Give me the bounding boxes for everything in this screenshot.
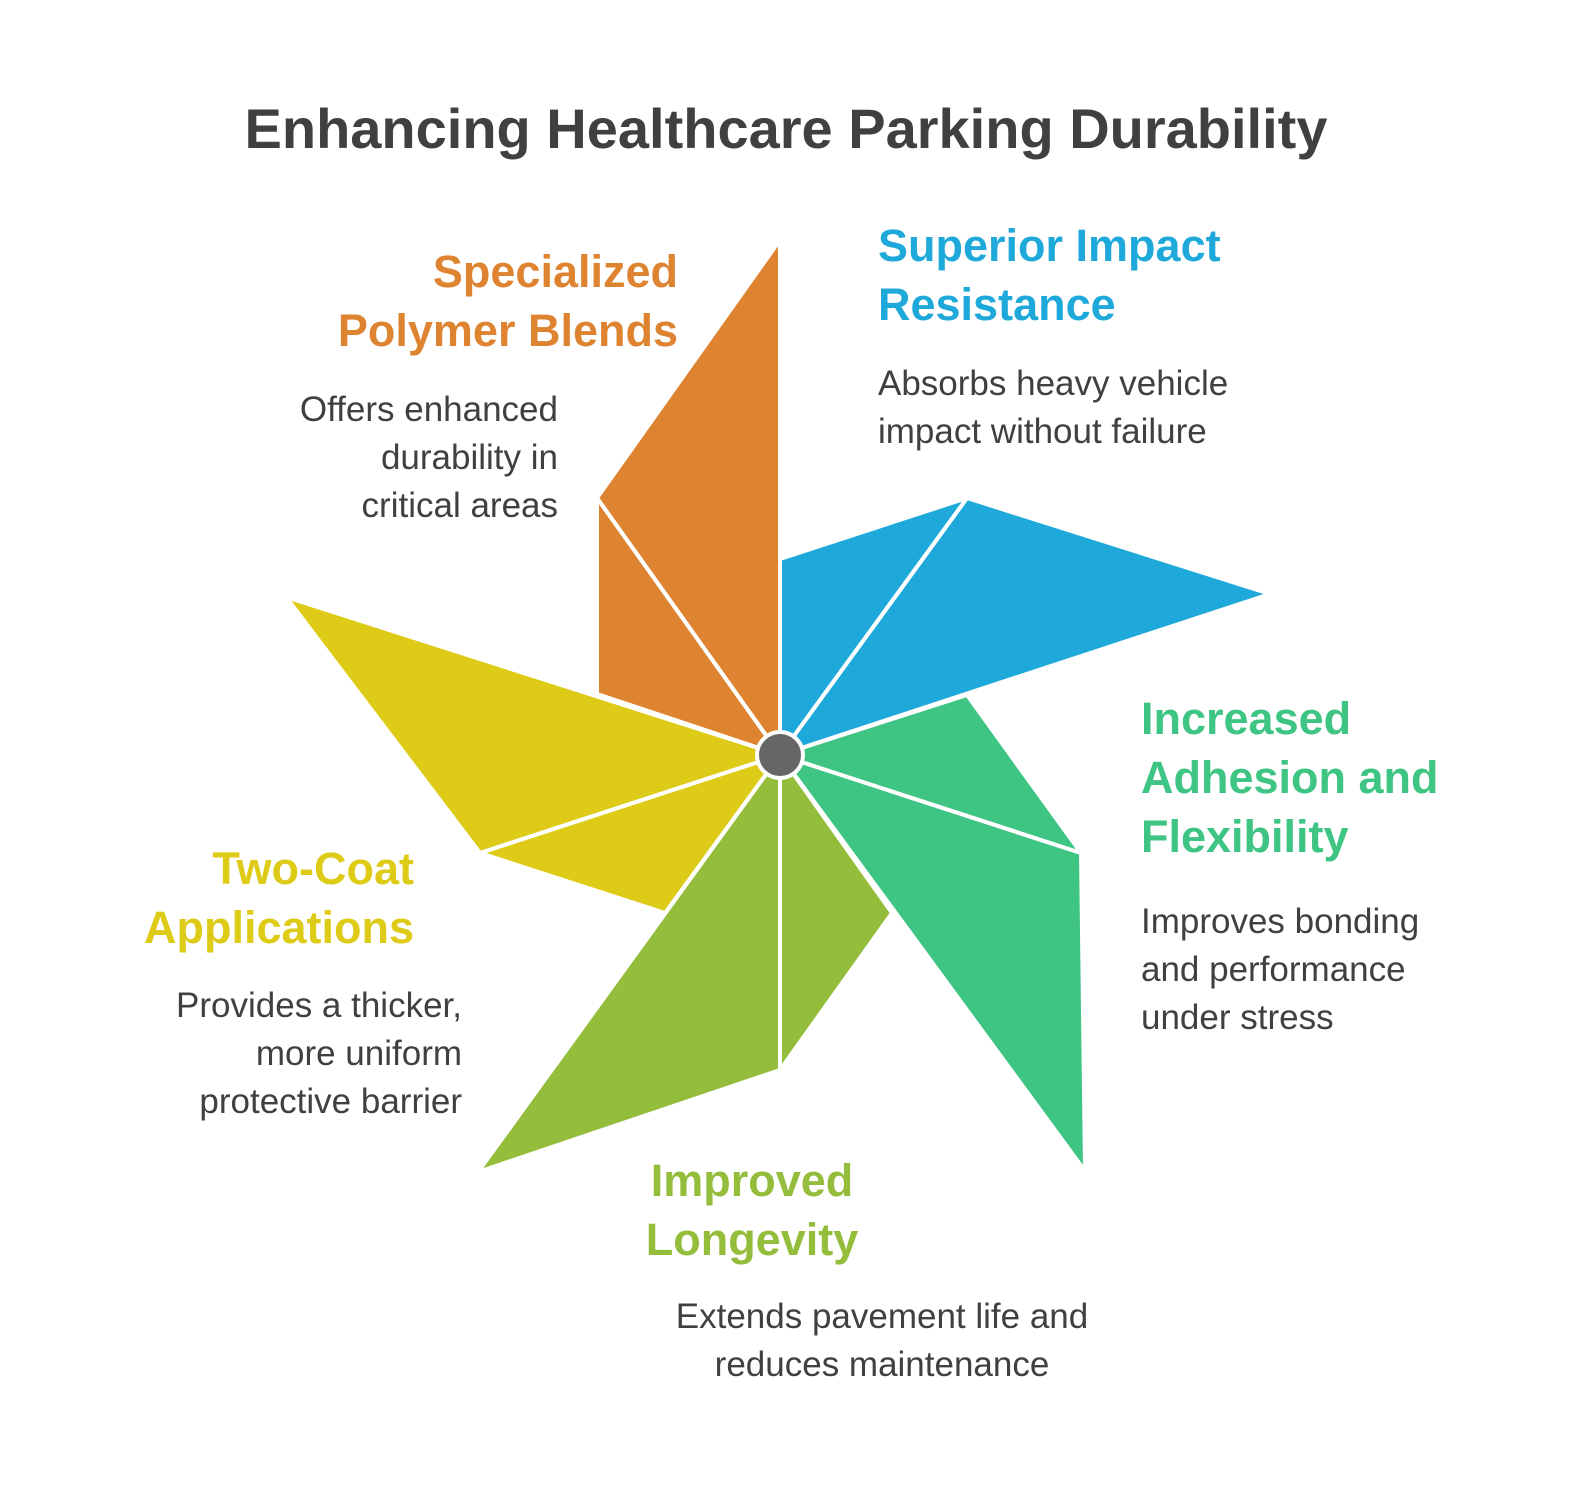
description-line: and performance [1141, 950, 1406, 989]
heading-line: Flexibility [1141, 811, 1349, 862]
blade-green-inner [778, 693, 1083, 855]
heading-line: Superior Impact [878, 220, 1221, 271]
description-two-coat-applications: Provides a thicker, more uniform protect… [176, 982, 462, 1126]
description-line: reduces maintenance [714, 1345, 1050, 1384]
heading-line: Polymer Blends [337, 305, 678, 356]
description-superior-impact-resistance: Absorbs heavy vehicle impact without fai… [878, 360, 1228, 456]
blade-superior-impact-resistance [778, 496, 1272, 757]
description-line: Extends pavement life and [675, 1297, 1089, 1336]
heading-line: Adhesion and [1141, 752, 1439, 803]
description-line: Offers enhanced [299, 390, 558, 429]
heading-improved-longevity: Improved Longevity [602, 1151, 902, 1269]
description-line: durability in [380, 438, 558, 477]
description-line: Provides a thicker, [176, 986, 462, 1025]
heading-line: Improved [650, 1155, 854, 1206]
blade-yellow-inner [478, 753, 782, 915]
heading-line: Two-Coat [212, 843, 414, 894]
description-increased-adhesion-flexibility: Improves bonding and performance under s… [1141, 898, 1419, 1042]
blade-blue-inner [778, 496, 969, 757]
heading-line: Increased [1141, 693, 1352, 744]
description-line: under stress [1141, 998, 1334, 1037]
heading-specialized-polymer-blends: Specialized Polymer Blends [338, 242, 678, 360]
blade-increased-adhesion-flexibility [778, 693, 1087, 1173]
pinwheel-hub [755, 730, 805, 780]
diagram-title: Enhancing Healthcare Parking Durability [244, 97, 1328, 160]
blade-lime-inner [778, 753, 894, 1072]
heading-line: Resistance [878, 279, 1116, 330]
heading-line: Specialized [432, 246, 678, 297]
heading-line: Longevity [645, 1214, 859, 1265]
description-line: critical areas [361, 486, 558, 525]
heading-line: Applications [143, 902, 414, 953]
description-line: Absorbs heavy vehicle [878, 364, 1229, 403]
heading-superior-impact-resistance: Superior Impact Resistance [878, 216, 1221, 334]
description-specialized-polymer-blends: Offers enhanced durability in critical a… [300, 386, 558, 530]
description-line: impact without failure [878, 412, 1207, 451]
heading-increased-adhesion-flexibility: Increased Adhesion and Flexibility [1141, 689, 1439, 866]
description-line: protective barrier [199, 1082, 462, 1121]
description-improved-longevity: Extends pavement life and reduces mainte… [612, 1293, 1152, 1389]
heading-two-coat-applications: Two-Coat Applications [144, 839, 414, 957]
blade-specialized-polymer-blends [595, 238, 782, 757]
blade-two-coat-applications [284, 595, 782, 915]
description-line: more uniform [255, 1034, 462, 1073]
description-line: Improves bonding [1141, 902, 1420, 941]
